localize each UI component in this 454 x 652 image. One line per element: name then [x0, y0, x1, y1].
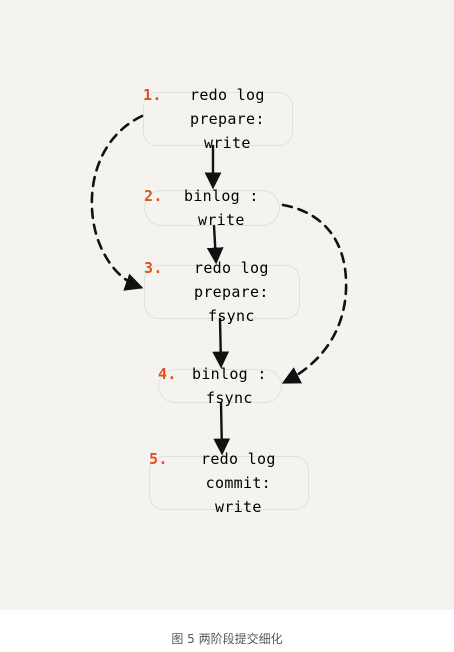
step-4-node: 4. binlog : fsync [158, 365, 282, 407]
step-5-label: redo log commit: write [201, 450, 276, 516]
step-5-number: 5. [149, 450, 168, 468]
step-3-node: 3. redo log prepare: fsync [144, 259, 300, 325]
diagram-figure: 1. redo log prepare: write 2. binlog : w… [0, 0, 454, 610]
dashed-arrow-n2-n4 [281, 203, 348, 384]
dashed-arrow-n1-n3 [90, 114, 144, 291]
step-4-label: binlog : fsync [192, 365, 267, 407]
step-5-node: 5. redo log commit: write [149, 450, 309, 516]
step-2-number: 2. [144, 187, 163, 205]
solid-arrow-n2-n3 [206, 224, 224, 265]
step-4-number: 4. [158, 365, 177, 383]
figure-caption: 图 5 两阶段提交细化 [171, 632, 283, 646]
step-3-label: redo log prepare: fsync [194, 259, 269, 325]
step-3-number: 3. [144, 259, 163, 277]
diagram-arrows [90, 114, 348, 456]
solid-arrow-n4-n5 [213, 401, 231, 456]
step-2-label: binlog : write [184, 187, 259, 229]
step-1-node: 1. redo log prepare: write [143, 86, 293, 152]
step-1-number: 1. [143, 86, 162, 104]
step-2-node: 2. binlog : write [144, 187, 280, 229]
solid-arrow-n3-n4 [212, 317, 230, 369]
step-1-label: redo log prepare: write [190, 86, 265, 152]
